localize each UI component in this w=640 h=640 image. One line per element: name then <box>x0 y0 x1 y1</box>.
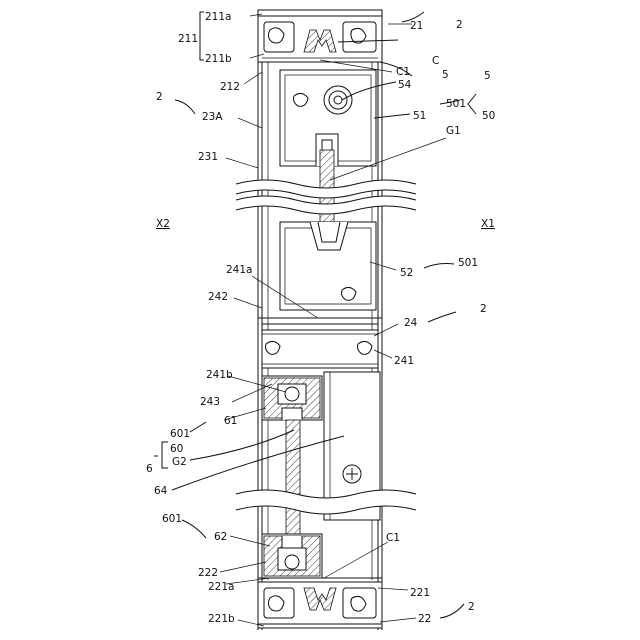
label-231: 231 <box>198 151 218 163</box>
label-c1-top: C1 <box>396 66 410 78</box>
label-g1: G1 <box>446 125 461 137</box>
label-60: 60 <box>170 443 183 455</box>
label-23a: 23A <box>202 111 223 123</box>
label-21: 21 <box>410 20 423 32</box>
label-221: 221 <box>410 587 430 599</box>
label-51: 51 <box>413 110 426 122</box>
upper-frame-21 <box>258 10 382 62</box>
label-2-top: 2 <box>456 19 463 31</box>
lower-glass-g2 <box>286 420 300 548</box>
label-x1: X1 <box>481 218 495 230</box>
label-5-b: 5 <box>484 70 491 82</box>
label-222: 222 <box>198 567 218 579</box>
label-601-mid: 601 <box>170 428 190 440</box>
label-6: 6 <box>146 463 153 475</box>
label-5-a: 5 <box>442 69 449 81</box>
middle-transom-24 <box>258 318 382 368</box>
label-64: 64 <box>154 485 168 497</box>
lower-sash-62 <box>262 534 322 578</box>
label-501-top: 501 <box>446 98 466 110</box>
lower-sash-61 <box>262 376 322 420</box>
label-2-mid: 2 <box>480 303 487 315</box>
label-50: 50 <box>482 110 495 122</box>
label-24: 24 <box>404 317 418 329</box>
label-211a: 211a <box>205 11 231 23</box>
label-601-low: 601 <box>162 513 182 525</box>
label-g2: G2 <box>172 456 187 468</box>
label-62: 62 <box>214 531 227 543</box>
lower-frame-22 <box>258 578 382 628</box>
label-241a: 241a <box>226 264 252 276</box>
label-242: 242 <box>208 291 228 303</box>
label-243: 243 <box>200 396 220 408</box>
label-22: 22 <box>418 613 431 625</box>
label-54: 54 <box>398 79 412 91</box>
label-211b: 211b <box>205 53 232 65</box>
upper-lower-sash-52 <box>280 222 376 310</box>
label-x2: X2 <box>156 218 170 230</box>
label-2-bot: 2 <box>468 601 475 613</box>
label-221b: 221b <box>208 613 235 625</box>
label-2-left: 2 <box>156 91 163 103</box>
label-c: C <box>432 55 439 67</box>
label-c1-low: C1 <box>386 532 400 544</box>
label-211: 211 <box>178 33 198 45</box>
label-241: 241 <box>394 355 414 367</box>
label-52: 52 <box>400 267 413 279</box>
label-241b: 241b <box>206 369 233 381</box>
label-221a: 221a <box>208 581 234 593</box>
label-212: 212 <box>220 81 240 93</box>
label-501-mid: 501 <box>458 257 478 269</box>
label-61: 61 <box>224 415 237 427</box>
